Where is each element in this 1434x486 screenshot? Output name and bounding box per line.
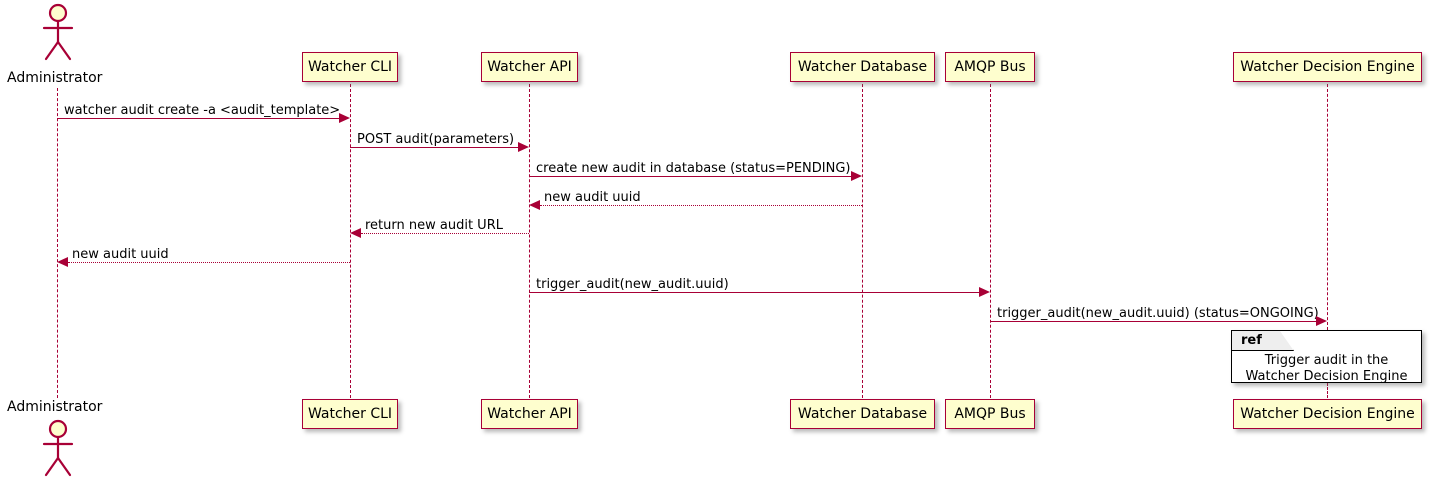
ref-fragment-body: Trigger audit in the Watcher Decision En… — [1232, 353, 1421, 385]
ref-fragment-tab-label: ref — [1241, 333, 1262, 348]
participant-watcher-decision-engine-top[interactable]: Watcher Decision Engine — [1233, 52, 1422, 82]
message-label-0: watcher audit create -a <audit_template> — [64, 103, 341, 118]
message-arrowhead-5 — [57, 257, 68, 267]
participant-watcher-database-top[interactable]: Watcher Database — [790, 52, 935, 82]
message-arrowhead-4 — [350, 228, 361, 238]
message-arrowhead-6 — [979, 287, 990, 297]
message-line-6 — [529, 292, 979, 293]
ref-fragment[interactable]: ref Trigger audit in the Watcher Decisio… — [1231, 330, 1422, 385]
participant-watcher-api-top[interactable]: Watcher API — [481, 52, 578, 82]
message-label-6: trigger_audit(new_audit.uuid) — [536, 277, 729, 292]
lifeline-amqp-bus — [990, 84, 991, 398]
lifeline-watcher-cli — [350, 84, 351, 398]
actor-administrator-top[interactable] — [30, 2, 86, 62]
message-label-2: create new audit in database (status=PEN… — [536, 161, 851, 176]
participant-watcher-cli-top[interactable]: Watcher CLI — [302, 52, 398, 82]
participant-watcher-api-bottom[interactable]: Watcher API — [481, 399, 578, 429]
participant-label: AMQP Bus — [954, 59, 1026, 75]
message-arrowhead-2 — [851, 171, 862, 181]
message-label-7: trigger_audit(new_audit.uuid) (status=ON… — [997, 306, 1319, 321]
ref-fragment-line-1: Trigger audit in the — [1264, 353, 1389, 368]
participant-label: Watcher API — [487, 406, 572, 422]
participant-watcher-database-bottom[interactable]: Watcher Database — [790, 399, 935, 429]
participant-label: Watcher CLI — [307, 59, 393, 75]
participant-watcher-decision-engine-bottom[interactable]: Watcher Decision Engine — [1233, 399, 1422, 429]
lifeline-administrator — [57, 88, 58, 398]
message-line-7 — [990, 321, 1316, 322]
lifeline-watcher-api — [529, 84, 530, 398]
actor-label-administrator-bottom: Administrator — [7, 399, 103, 415]
message-label-5: new audit uuid — [72, 247, 169, 262]
actor-label-administrator-top: Administrator — [7, 70, 103, 86]
message-line-5 — [68, 262, 350, 263]
ref-fragment-tab: ref — [1232, 331, 1294, 351]
participant-label: Watcher Decision Engine — [1240, 59, 1415, 75]
message-label-4: return new audit URL — [365, 218, 503, 233]
message-line-1 — [350, 147, 518, 148]
message-label-3: new audit uuid — [544, 190, 641, 205]
message-line-4 — [361, 233, 529, 234]
participant-label: Watcher Database — [797, 406, 928, 422]
participant-label: Watcher API — [487, 59, 572, 75]
message-line-2 — [529, 176, 851, 177]
actor-figure-icon — [42, 419, 74, 477]
participant-amqp-bus-top[interactable]: AMQP Bus — [945, 52, 1035, 82]
actor-administrator-bottom[interactable] — [30, 418, 86, 478]
lifeline-watcher-database — [862, 84, 863, 398]
lifeline-watcher-decision-engine-lower — [1327, 383, 1328, 398]
ref-fragment-line-2: Watcher Decision Engine — [1245, 369, 1408, 384]
lifeline-watcher-decision-engine — [1327, 84, 1328, 330]
participant-watcher-cli-bottom[interactable]: Watcher CLI — [302, 399, 398, 429]
participant-label: Watcher Database — [797, 59, 928, 75]
actor-figure-icon — [42, 3, 74, 61]
message-arrowhead-7 — [1316, 316, 1327, 326]
message-arrowhead-3 — [529, 200, 540, 210]
message-line-0 — [57, 118, 339, 119]
message-line-3 — [540, 205, 862, 206]
participant-label: AMQP Bus — [954, 406, 1026, 422]
message-arrowhead-1 — [518, 142, 529, 152]
message-arrowhead-0 — [339, 113, 350, 123]
participant-label: Watcher CLI — [307, 406, 393, 422]
participant-label: Watcher Decision Engine — [1240, 406, 1415, 422]
message-label-1: POST audit(parameters) — [357, 132, 515, 147]
participant-amqp-bus-bottom[interactable]: AMQP Bus — [945, 399, 1035, 429]
